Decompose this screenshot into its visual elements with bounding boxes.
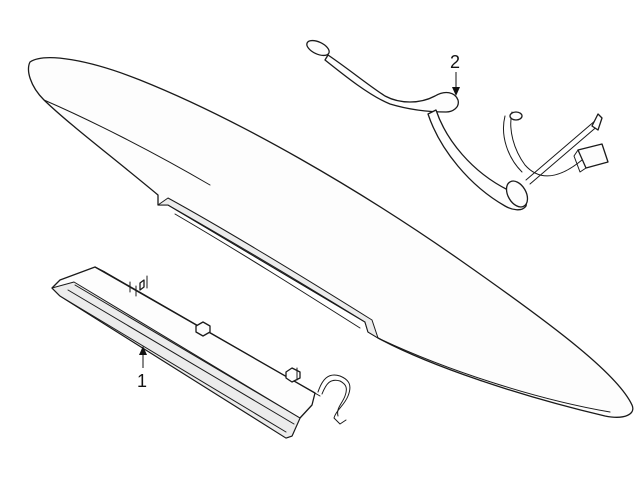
callout-1: 1 bbox=[137, 346, 147, 391]
spoiler bbox=[27, 57, 634, 418]
callout-1-arrow bbox=[139, 346, 147, 355]
callout-2-label: 2 bbox=[450, 52, 460, 72]
callout-1-label: 1 bbox=[137, 371, 147, 391]
wiring-harness bbox=[306, 39, 609, 211]
stop-lamp bbox=[51, 266, 351, 439]
callout-2: 2 bbox=[450, 52, 460, 96]
callout-2-arrow bbox=[452, 87, 460, 96]
